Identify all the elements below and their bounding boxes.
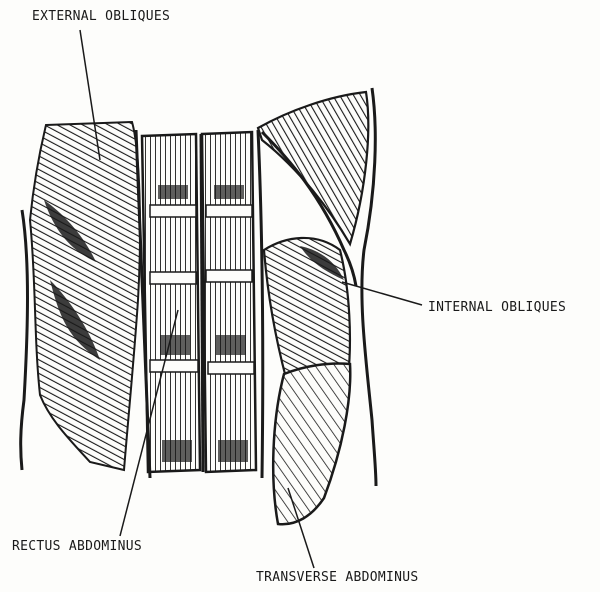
transverse-abdominus-muscle: [273, 363, 350, 524]
right-upper-oblique: [258, 92, 368, 244]
label-rectus-abdominus: RECTUS ABDOMINUS: [12, 539, 142, 555]
rectus-abdominus-muscle: [142, 132, 256, 472]
label-external-obliques: EXTERNAL OBLIQUES: [32, 9, 170, 25]
internal-oblique-muscle: [264, 238, 350, 378]
left-torso-outline: [21, 210, 28, 470]
external-oblique-muscle: [30, 122, 140, 470]
leader-line-internal-obliques: [342, 282, 422, 305]
label-transverse-abdominus: TRANSVERSE ABDOMINUS: [256, 570, 419, 586]
label-internal-obliques: INTERNAL OBLIQUES: [428, 300, 566, 316]
rectus-sheath-right: [258, 130, 263, 478]
